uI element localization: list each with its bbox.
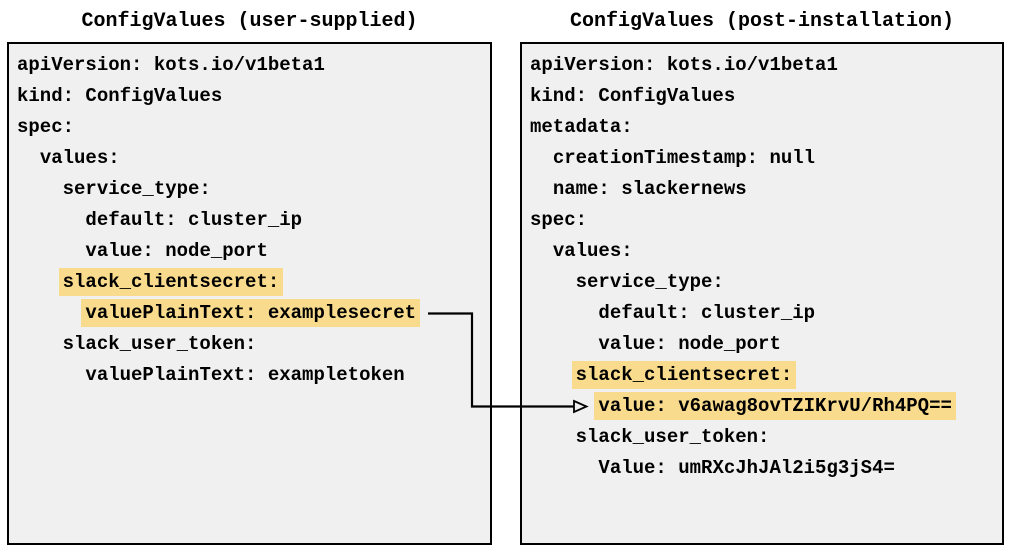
code-line: slack_clientsecret:	[530, 360, 994, 391]
code-text: name: slackernews	[552, 178, 747, 200]
code-line: apiVersion: kots.io/v1beta1	[530, 50, 994, 81]
code-indent	[17, 147, 40, 169]
code-text: default: cluster_ip	[598, 302, 816, 324]
code-text: values:	[552, 240, 633, 262]
code-line: slack_user_token:	[530, 422, 994, 453]
code-indent	[17, 333, 63, 355]
code-line: slack_clientsecret:	[17, 267, 482, 298]
code-text: valuePlainText: examplesecret	[81, 299, 421, 327]
code-indent	[530, 240, 553, 262]
code-text: valuePlainText: exampletoken	[85, 364, 405, 386]
code-indent	[530, 302, 598, 324]
code-line: valuePlainText: examplesecret	[17, 298, 482, 329]
code-line: Value: umRXcJhJAl2i5g3jS4=	[530, 453, 994, 484]
code-text: service_type:	[62, 178, 211, 200]
code-indent	[17, 209, 85, 231]
code-text: slack_user_token:	[575, 426, 770, 448]
code-indent	[17, 364, 85, 386]
code-indent	[530, 147, 553, 169]
code-indent	[530, 457, 598, 479]
code-text: spec:	[17, 116, 75, 138]
code-text: kind: ConfigValues	[17, 85, 223, 107]
code-text: slack_user_token:	[62, 333, 257, 355]
user-supplied-config-panel: apiVersion: kots.io/v1beta1 kind: Config…	[7, 42, 492, 545]
code-line: service_type:	[17, 174, 482, 205]
code-line: creationTimestamp: null	[530, 143, 994, 174]
code-indent	[17, 178, 63, 200]
code-text: apiVersion: kots.io/v1beta1	[530, 54, 838, 76]
code-indent	[530, 271, 576, 293]
code-line: value: v6awag8ovTZIKrvU/Rh4PQ==	[530, 391, 994, 422]
code-line: valuePlainText: exampletoken	[17, 360, 482, 391]
code-text: Value: umRXcJhJAl2i5g3jS4=	[598, 457, 895, 479]
right-panel-title: ConfigValues (post-installation)	[569, 10, 955, 33]
code-indent	[17, 271, 63, 293]
code-text: metadata:	[530, 116, 633, 138]
code-indent	[530, 395, 598, 417]
code-indent	[17, 302, 85, 324]
code-line: apiVersion: kots.io/v1beta1	[17, 50, 482, 81]
code-line: kind: ConfigValues	[17, 81, 482, 112]
code-indent	[530, 333, 598, 355]
left-panel-title: ConfigValues (user-supplied)	[81, 10, 418, 33]
code-text: slack_clientsecret:	[571, 361, 797, 389]
code-line: values:	[530, 236, 994, 267]
code-line: default: cluster_ip	[17, 205, 482, 236]
code-text: slack_clientsecret:	[58, 268, 284, 296]
code-line: default: cluster_ip	[530, 298, 994, 329]
code-text: apiVersion: kots.io/v1beta1	[17, 54, 325, 76]
code-text: value: node_port	[598, 333, 781, 355]
code-line: spec:	[530, 205, 994, 236]
code-line: kind: ConfigValues	[530, 81, 994, 112]
code-text: service_type:	[575, 271, 724, 293]
code-line: value: node_port	[530, 329, 994, 360]
code-line: spec:	[17, 112, 482, 143]
code-line: values:	[17, 143, 482, 174]
code-text: value: node_port	[85, 240, 268, 262]
code-line: slack_user_token:	[17, 329, 482, 360]
code-line: value: node_port	[17, 236, 482, 267]
code-indent	[530, 426, 576, 448]
code-text: value: v6awag8ovTZIKrvU/Rh4PQ==	[594, 392, 956, 420]
code-text: creationTimestamp: null	[552, 147, 816, 169]
code-text: kind: ConfigValues	[530, 85, 736, 107]
code-text: default: cluster_ip	[85, 209, 303, 231]
code-text: spec:	[530, 209, 588, 231]
post-installation-config-panel: apiVersion: kots.io/v1beta1 kind: Config…	[520, 42, 1004, 545]
code-indent	[530, 364, 576, 386]
code-indent	[17, 240, 85, 262]
code-line: metadata:	[530, 112, 994, 143]
code-line: service_type:	[530, 267, 994, 298]
code-text: values:	[39, 147, 120, 169]
code-indent	[530, 178, 553, 200]
code-line: name: slackernews	[530, 174, 994, 205]
